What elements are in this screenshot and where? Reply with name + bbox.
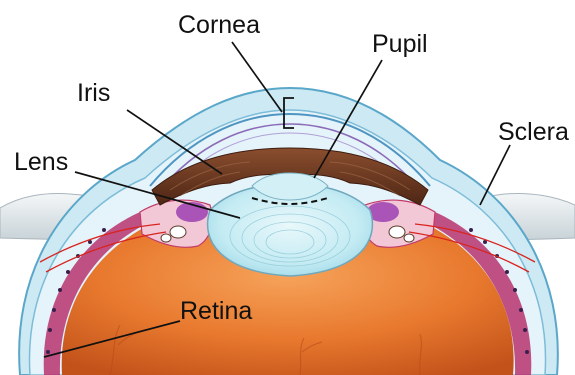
retina-label: Retina — [180, 297, 252, 325]
iris-label: Iris — [77, 79, 110, 107]
pupil-label: Pupil — [372, 30, 428, 58]
lens-label: Lens — [14, 148, 68, 176]
cornea-label: Cornea — [178, 11, 260, 39]
sclera-label: Sclera — [498, 118, 569, 146]
